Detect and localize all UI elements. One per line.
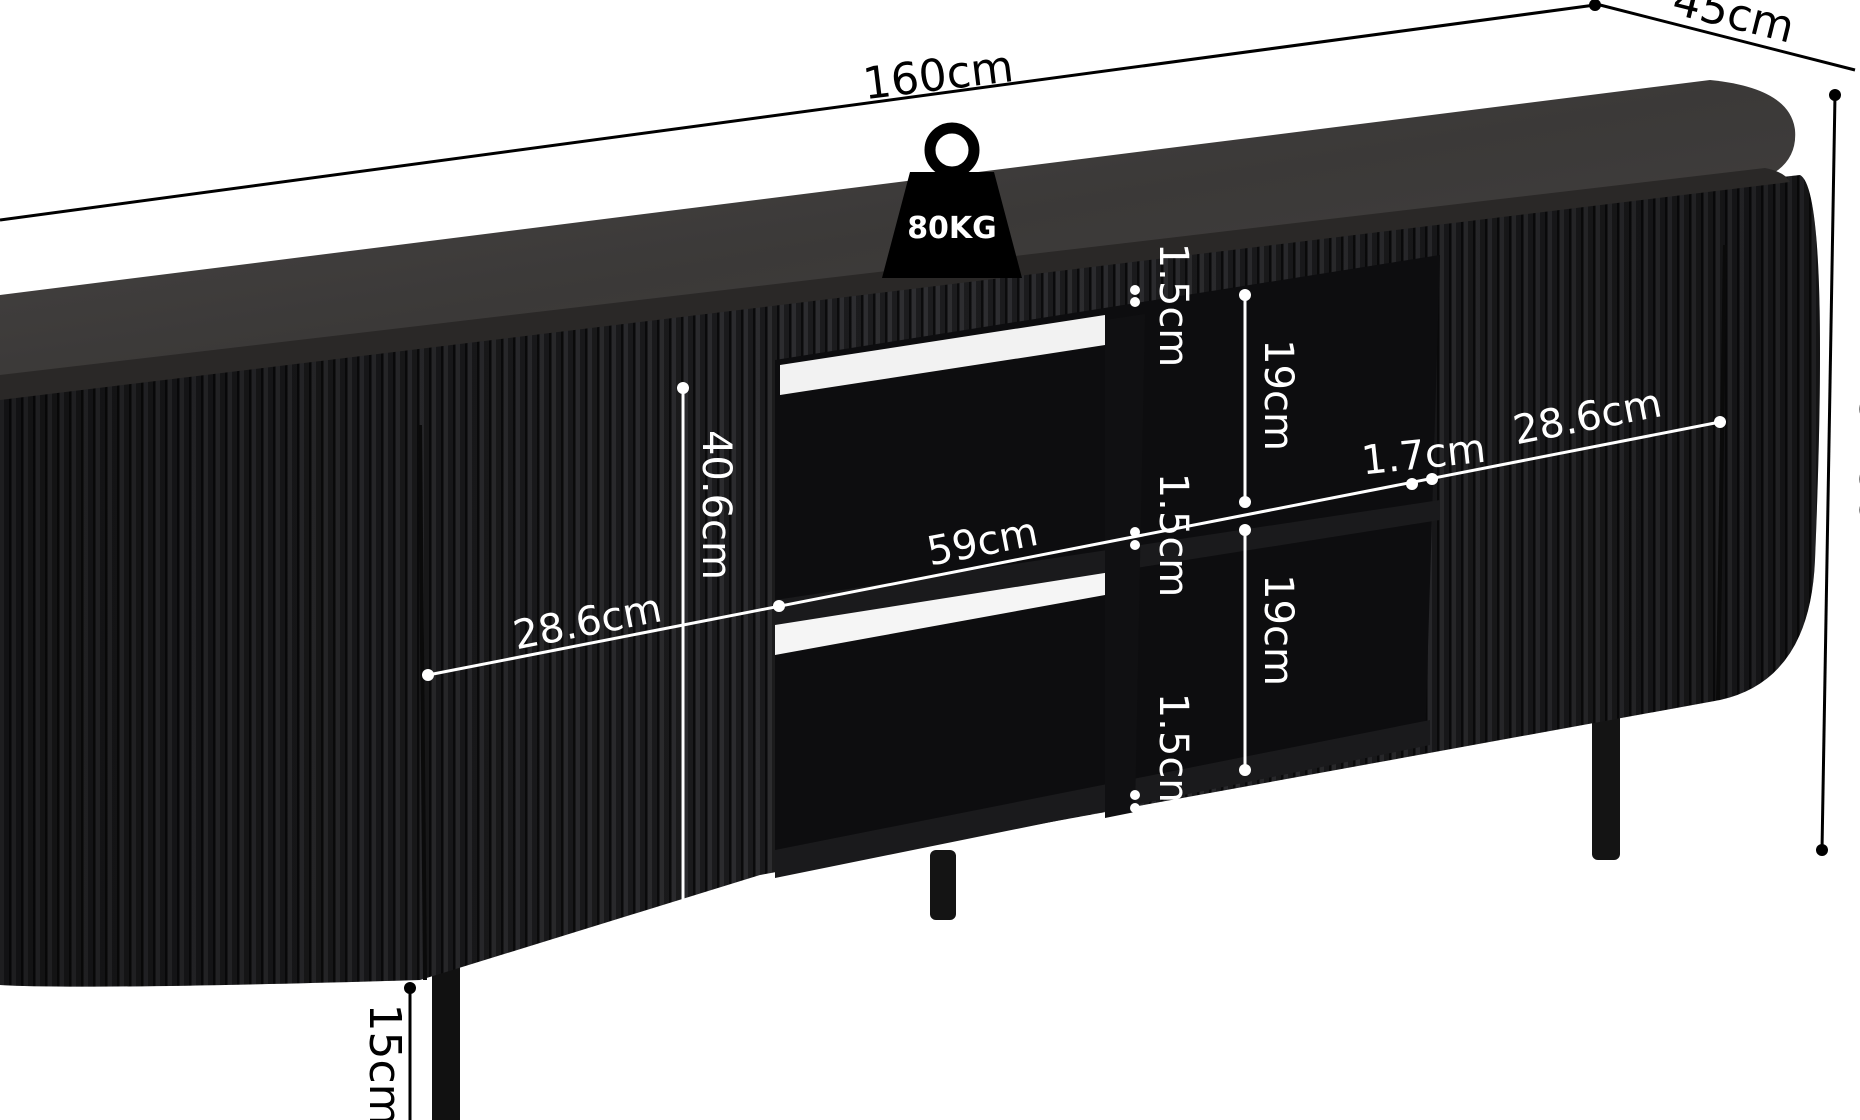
leg-front-right (1592, 700, 1620, 860)
inner-dimension-lines (422, 285, 1726, 921)
leg-height-label: 15cm (359, 1003, 410, 1120)
shelf-thickness-top-label: 1.5cm (1150, 243, 1196, 368)
compartment-lower-label: 19cm (1255, 574, 1301, 686)
tabletop-edge (0, 168, 1790, 400)
cabinet-height-label: 40.6cm (693, 430, 739, 580)
inner-partition (1105, 314, 1145, 818)
shelf-opening-upper-light (780, 315, 1105, 395)
shelf-thickness-middle-label: 1.5cm (1150, 473, 1196, 598)
weight-icon: 80KG (882, 122, 1022, 278)
open-shelving (775, 255, 1440, 878)
shelf-thickness-bottom-label: 1.5cm (1150, 693, 1196, 818)
legs (432, 700, 1620, 1120)
load-capacity-label: 80KG (907, 211, 997, 246)
leg-back-middle (930, 850, 956, 920)
length-label: 160cm (860, 41, 1016, 110)
door-seam-left (418, 424, 427, 981)
depth-label: 45cm (1668, 0, 1800, 54)
leg-front-left (432, 960, 460, 1120)
compartment-upper-label: 19cm (1255, 339, 1301, 451)
door-seam-right (1716, 244, 1727, 701)
bottom-shelf (775, 720, 1430, 878)
height-label: 57.5cm (1849, 397, 1860, 562)
